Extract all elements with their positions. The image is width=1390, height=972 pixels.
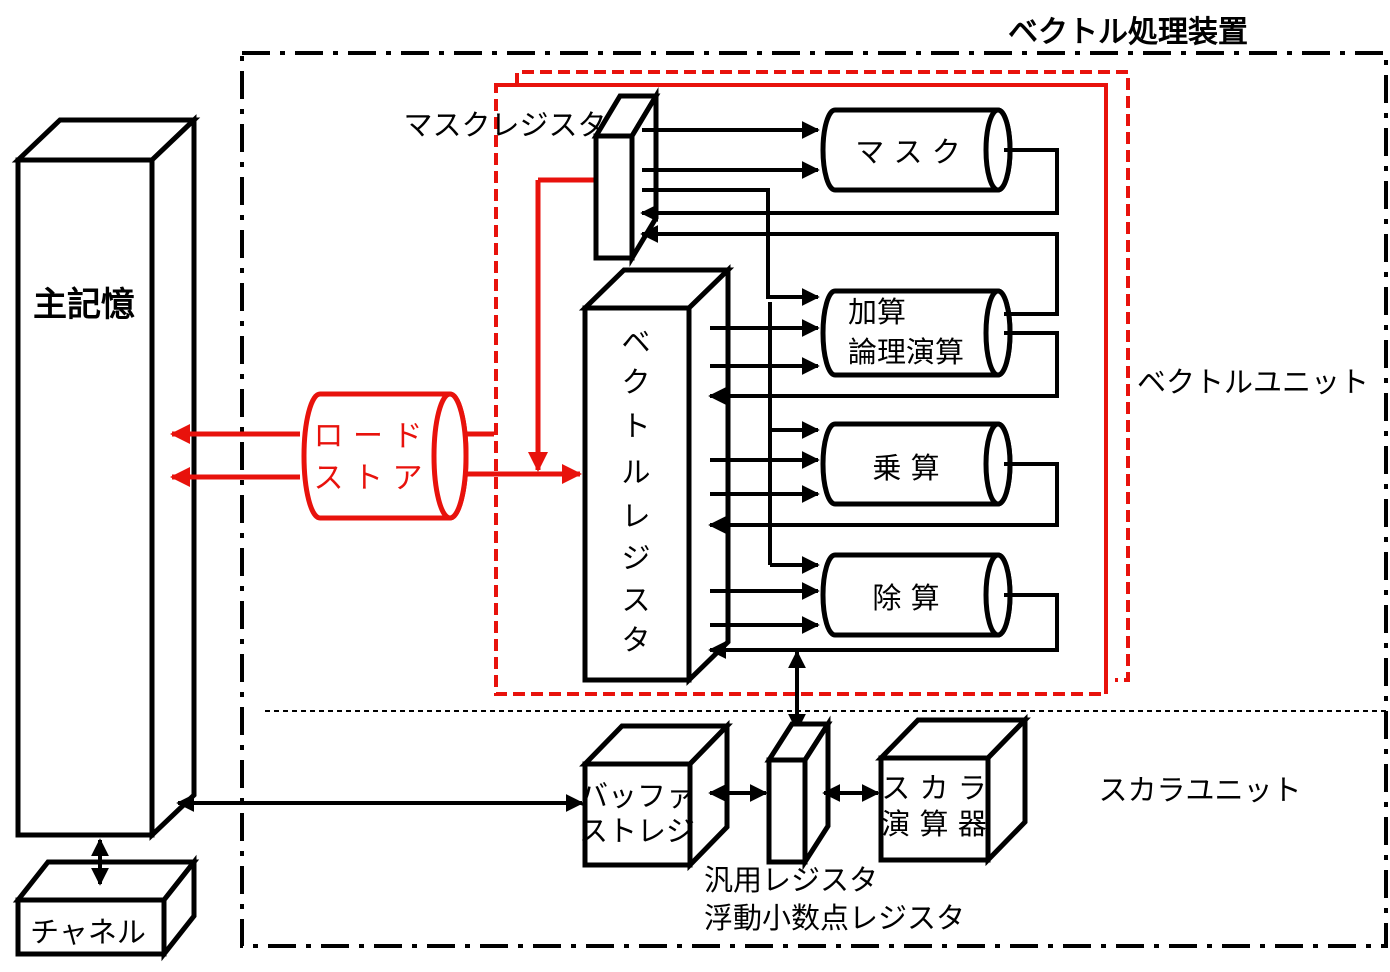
load-store-label-1: ロ ー ド <box>313 419 422 454</box>
vector-wiring <box>640 121 1059 659</box>
gp-register-label: 汎用レジスタ <box>704 863 878 897</box>
add-pipe-label-1: 加算 <box>848 295 906 329</box>
gp-register-box <box>764 715 833 871</box>
div-pipe-label: 除 算 <box>872 581 939 615</box>
channel-box <box>12 854 200 962</box>
vector-processor-boundary <box>240 51 1388 948</box>
vector-unit-label: ベクトルユニット <box>1137 365 1369 399</box>
vreg-char-4: ル <box>621 455 650 489</box>
buffer-storage-label-1: バッファ <box>579 779 695 813</box>
div-pipe <box>820 552 1013 638</box>
main-memory-box <box>11 114 201 841</box>
vreg-char-3: ト <box>621 409 650 443</box>
vector-register-label: ベ ク ト ル レ ジ ス タ <box>621 325 650 657</box>
mask-pipe <box>820 107 1013 193</box>
mul-pipe-label: 乗 算 <box>872 451 939 485</box>
vreg-char-7: ス <box>621 583 650 617</box>
fp-register-label: 浮動小数点レジスタ <box>704 901 965 935</box>
scalar-alu-box <box>875 713 1031 867</box>
vreg-char-1: ベ <box>621 325 650 359</box>
scalar-alu-label-2: 演 算 器 <box>881 807 986 841</box>
buffer-storage-label-2: ストレジ <box>579 814 695 848</box>
mul-pipe <box>820 421 1013 507</box>
scalar-alu-label-1: ス カ ラ <box>881 771 986 805</box>
mask-register-label: マスクレジスタ <box>403 108 606 142</box>
vreg-char-6: ジ <box>621 541 650 575</box>
load-store-pipe <box>301 391 469 521</box>
channel-label: チャネル <box>30 915 146 949</box>
mask-pipe-label: マ ス ク <box>855 135 960 169</box>
vreg-char-8: タ <box>621 623 650 657</box>
main-memory-label: 主記憶 <box>33 285 135 325</box>
add-pipe-label-2: 論理演算 <box>848 335 964 369</box>
add-pipe <box>820 288 1013 378</box>
scalar-unit-label: スカラユニット <box>1098 773 1301 807</box>
load-store-label-2: ス ト ア <box>313 461 422 496</box>
vector-register-box <box>578 264 735 686</box>
vreg-char-5: レ <box>621 499 650 533</box>
vreg-char-2: ク <box>621 365 650 399</box>
diagram-title: ベクトル処理装置 <box>1008 15 1248 50</box>
